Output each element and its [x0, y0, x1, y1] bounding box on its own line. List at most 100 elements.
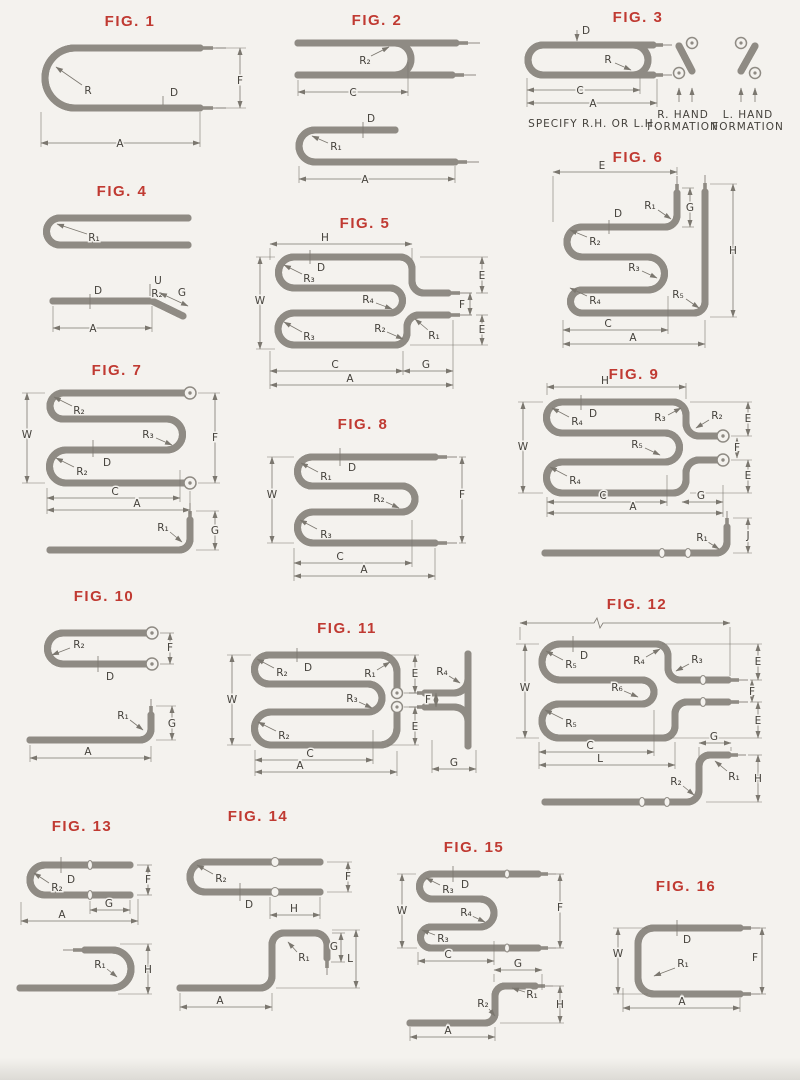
dim-label: G	[178, 287, 186, 299]
radius-label: R₁	[88, 232, 100, 244]
dim-label: D	[94, 285, 102, 297]
dim-label: W	[520, 682, 531, 694]
tube-drawing	[255, 651, 404, 749]
radius-label: R₄	[436, 666, 448, 678]
dim-label: E	[479, 324, 486, 336]
dim-label: G	[330, 941, 338, 953]
figure-9: FIG. 9 H D R₄ R₃ R₂ E W R₅ F E R	[516, 366, 753, 559]
dim-label: E	[479, 270, 486, 282]
figure-9-title: FIG. 9	[609, 366, 660, 383]
dim-label: D	[348, 462, 356, 474]
dim-label: F	[752, 952, 758, 964]
dim-label: A	[216, 995, 224, 1007]
radius-label: R₂	[278, 730, 290, 742]
dim-label: D	[582, 25, 590, 37]
dimensions: E R₁ G D R₂ R₃ H R₄ R₅ C A	[552, 159, 738, 348]
dim-label: C	[331, 359, 338, 371]
figure-5-title: FIG. 5	[340, 215, 391, 232]
tube-drawing	[47, 214, 191, 320]
figure-12-title: FIG. 12	[607, 596, 668, 613]
dim-label: F	[749, 686, 755, 698]
dim-label: A	[133, 498, 141, 510]
tube-drawing	[541, 398, 731, 559]
dim-label: D	[106, 671, 114, 683]
dim-label: F	[425, 694, 431, 706]
dim-label: G	[450, 757, 458, 769]
radius-label: R₁	[728, 771, 740, 783]
dimensions: D R₁ W R₂ F R₃ C A	[265, 448, 467, 581]
radius-label: R₂	[711, 410, 723, 422]
dim-label: W	[267, 489, 278, 501]
dim-label: A	[629, 332, 637, 344]
dim-label: C	[444, 949, 451, 961]
dim-label: D	[67, 874, 75, 886]
dim-label: L	[597, 753, 603, 765]
dim-label: C	[586, 740, 593, 752]
tube-drawing	[50, 386, 197, 554]
dim-label: U	[154, 275, 162, 287]
radius-label: R₁	[428, 330, 440, 342]
figure-15: FIG. 15 R₃ D W R₄ F R₃ C G R₁ R₂	[395, 839, 565, 1041]
figure-2: FIG. 2 R₂ C D R₁ A	[294, 12, 480, 188]
radius-label: R₁	[117, 710, 129, 722]
figure-8-title: FIG. 8	[338, 416, 389, 433]
dim-label: E	[745, 470, 752, 482]
dim-label: D	[461, 879, 469, 891]
radius-label: R₁	[526, 989, 538, 1001]
note-rhand: R. HAND	[657, 109, 709, 121]
radius-label: R₅	[631, 439, 643, 451]
radius-label: R₂	[215, 873, 227, 885]
dim-label: A	[678, 996, 686, 1008]
dim-label: C	[306, 748, 313, 760]
hand-formation-views: R. HAND FORMATION L. HAND FORMATION	[647, 36, 783, 133]
figure-7: FIG. 7 R₂ W R₃ F D R₂ C A R₁ G	[20, 362, 221, 554]
figure-16-title: FIG. 16	[656, 878, 717, 895]
dimensions: D R₂ R₁ E W R₃ R₂ E C A R₄ F G	[225, 648, 477, 776]
tube-drawing	[298, 453, 457, 547]
radius-label: R	[84, 85, 91, 97]
figure-10-title: FIG. 10	[74, 588, 135, 605]
radius-label: R₄	[460, 907, 472, 919]
radius-label: R₁	[320, 471, 332, 483]
figure-11-title: FIG. 11	[317, 620, 377, 637]
radius-label: R₆	[611, 682, 623, 694]
radius-label: R₃	[320, 529, 332, 541]
dim-label: A	[346, 373, 354, 385]
figure-14-title: FIG. 14	[228, 808, 289, 825]
dim-label: D	[614, 208, 622, 220]
dim-label: L	[347, 953, 353, 965]
radius-label: R₃	[442, 884, 454, 896]
dim-label: F	[145, 874, 151, 886]
figure-14: FIG. 14 R₂ F D H R₁ G L A	[176, 808, 360, 1011]
radius-label: R₄	[362, 294, 374, 306]
radius-label: R₂	[374, 323, 386, 335]
dim-label: D	[304, 662, 312, 674]
dim-label: C	[604, 318, 611, 330]
note-lhand: L. HAND	[723, 109, 774, 121]
dimensions: R₃ D W R₄ F R₃ C G R₁ R₂ H A	[395, 866, 565, 1041]
dim-label: D	[367, 113, 375, 125]
dim-label: C	[336, 551, 343, 563]
dim-label: C	[599, 490, 606, 502]
dim-label: D	[580, 650, 588, 662]
note-specify: SPECIFY R.H. OR L.H.	[528, 118, 658, 130]
dim-label: H	[729, 245, 737, 257]
radius-label: R₁	[644, 200, 656, 212]
dim-label: A	[361, 174, 369, 186]
dim-label: D	[589, 408, 597, 420]
dim-label: A	[89, 323, 97, 335]
dim-label: A	[116, 138, 124, 150]
radius-label: R₃	[691, 654, 703, 666]
dim-label: G	[211, 525, 219, 537]
figure-15-title: FIG. 15	[444, 839, 505, 856]
dim-label: F	[557, 902, 563, 914]
radius-label: R₃	[142, 429, 154, 441]
radius-label: R	[604, 54, 611, 66]
tube-drawing	[542, 640, 748, 808]
dim-label: D	[317, 262, 325, 274]
dim-label: A	[84, 746, 92, 758]
figure-11: FIG. 11 D R₂ R₁ E W R₃ R₂ E	[225, 620, 477, 776]
dim-label: A	[629, 501, 637, 513]
figure-10: FIG. 10 R₂ F D R₁ G A	[26, 588, 178, 762]
